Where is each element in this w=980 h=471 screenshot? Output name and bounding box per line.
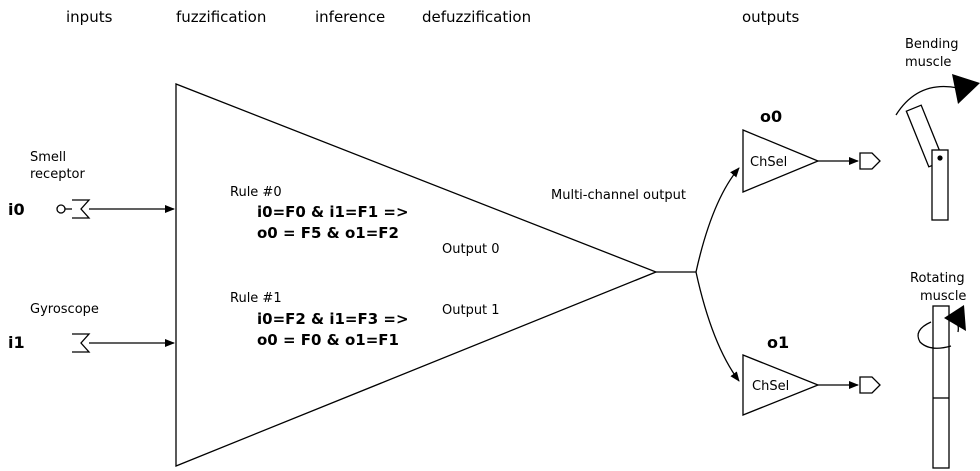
header-inputs: inputs	[66, 8, 113, 26]
rotating-muscle-label-line1: Rotating	[910, 271, 965, 286]
rule-0-consequence: o0 = F5 & o1=F2	[257, 224, 399, 242]
header-outputs: outputs	[742, 8, 799, 26]
rule-0-output-label: Output 0	[442, 242, 500, 257]
rule-0-condition: i0=F0 & i1=F1 =>	[257, 203, 409, 221]
multi-channel-output-label: Multi-channel output	[551, 188, 686, 203]
output-o0-port	[818, 152, 881, 170]
output-o1-chsel-label: ChSel	[752, 379, 789, 394]
input-i0-port	[56, 199, 175, 219]
rotating-muscle-icon	[917, 305, 966, 469]
bending-muscle-label-line2: muscle	[905, 55, 951, 70]
multi-channel-connector	[656, 167, 740, 382]
output-o1-port	[818, 376, 881, 394]
input-i0-sensor-line2: receptor	[30, 167, 86, 182]
rule-1-consequence: o0 = F0 & o1=F1	[257, 331, 399, 349]
rotating-muscle-label-line2: muscle	[920, 289, 966, 304]
input-i1-port	[72, 333, 175, 353]
header-fuzzification: fuzzification	[176, 8, 266, 26]
rule-1-output-label: Output 1	[442, 303, 500, 318]
header-inference: inference	[315, 8, 385, 26]
rule-0-label: Rule #0	[230, 185, 282, 200]
rule-1-condition: i0=F2 & i1=F3 =>	[257, 310, 409, 328]
output-o0-chsel-block	[742, 129, 820, 193]
input-i1-sensor: Gyroscope	[30, 302, 99, 317]
header-defuzzification: defuzzification	[422, 8, 531, 26]
output-o1-chsel-block	[742, 354, 820, 416]
output-o1-label: o1	[767, 333, 789, 352]
input-i0-label: i0	[8, 200, 25, 219]
input-i1-label: i1	[8, 333, 25, 352]
inference-block	[175, 83, 658, 467]
rule-1-label: Rule #1	[230, 291, 282, 306]
input-i0-sensor-line1: Smell	[30, 150, 66, 165]
output-o0-chsel-label: ChSel	[750, 155, 787, 170]
bending-muscle-icon	[895, 74, 980, 221]
bending-muscle-label-line1: Bending	[905, 37, 959, 52]
output-o0-label: o0	[760, 107, 782, 126]
